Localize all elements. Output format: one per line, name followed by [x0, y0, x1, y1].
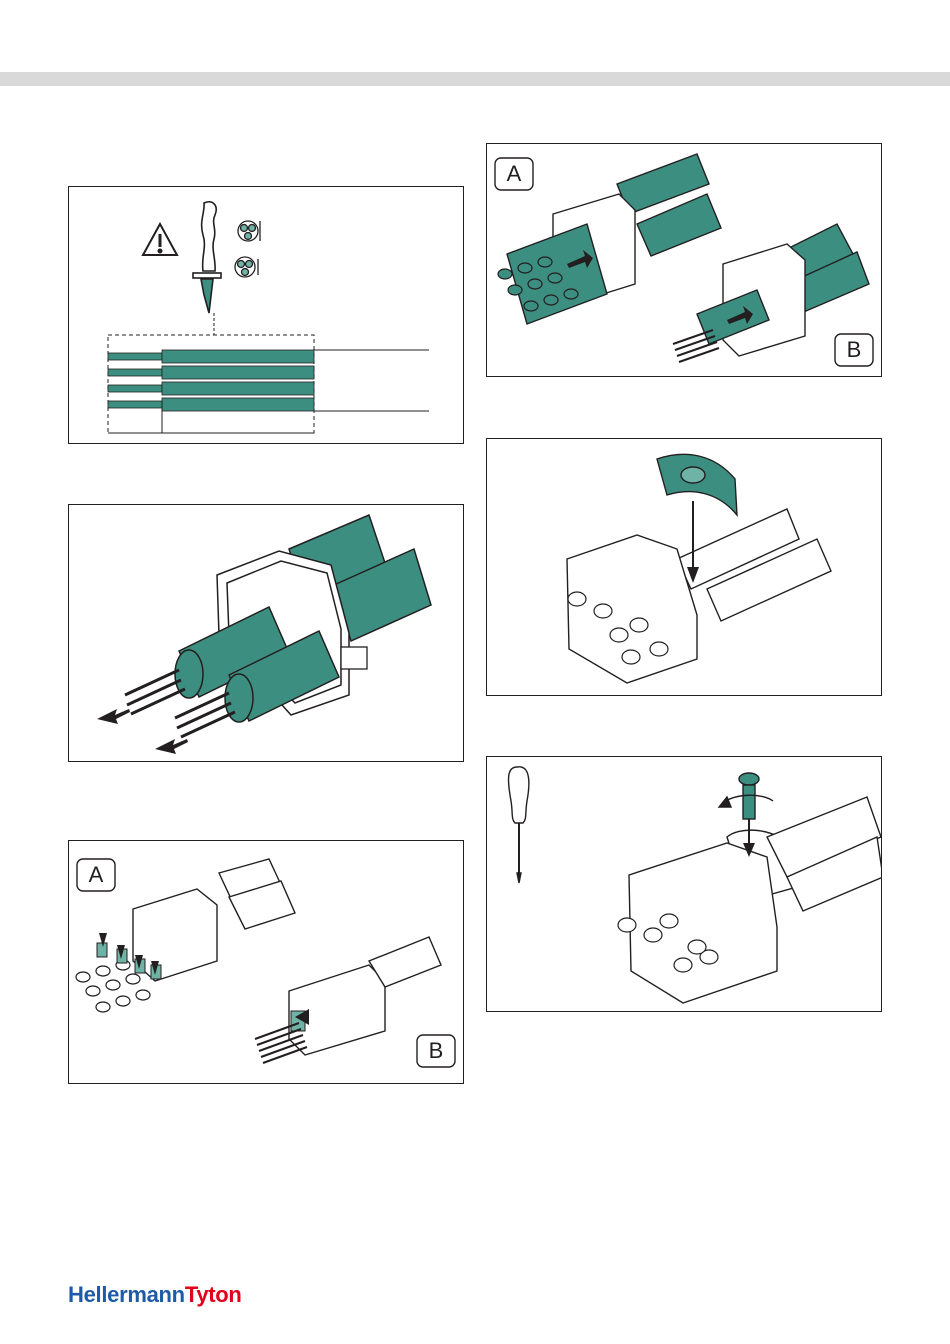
panel-contact-insertion: A B	[68, 840, 464, 1084]
screwdriver-icon	[509, 767, 529, 883]
panel-cable-insertion	[68, 504, 464, 762]
label-a: A	[495, 158, 533, 190]
panel-clamp-placement	[486, 438, 882, 696]
warning-icon	[143, 224, 177, 255]
stripped-wires	[108, 350, 314, 411]
panel-cable-stripping	[68, 186, 464, 444]
contact-diagram	[69, 841, 464, 1084]
clamp-diagram	[487, 439, 882, 696]
label-a: A	[77, 859, 115, 891]
panel-screw-fixing	[486, 756, 882, 1012]
stripping-diagram	[69, 187, 464, 444]
brand-logo: HellermannTyton	[68, 1282, 242, 1308]
label-b: B	[835, 334, 873, 366]
arrow-icon	[97, 709, 188, 754]
knife-icon	[193, 202, 221, 313]
screw-diagram	[487, 757, 882, 1012]
insertion-diagram	[69, 505, 464, 762]
cable-section-icon	[235, 221, 260, 277]
label-b: B	[417, 1035, 455, 1067]
header-band	[0, 72, 950, 86]
assembly-diagram	[487, 144, 882, 377]
panel-insert-assembly: A B	[486, 143, 882, 377]
